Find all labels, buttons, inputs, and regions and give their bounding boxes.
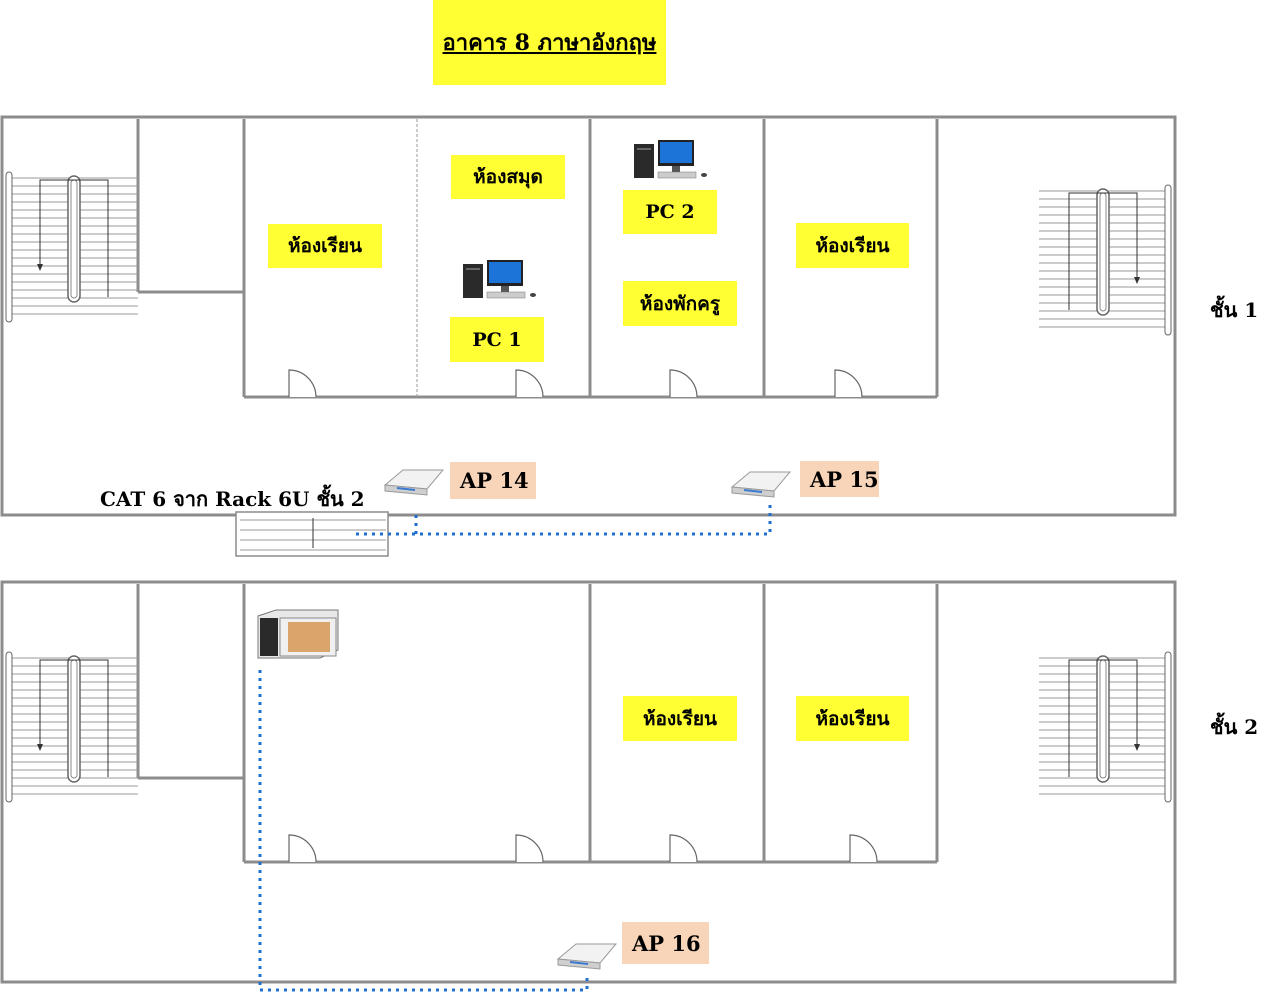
room-label-classroom: ห้องเรียน [623, 696, 737, 741]
access-point-icon [730, 471, 792, 498]
pc-label: PC 1 [450, 317, 544, 362]
room-label-classroom: ห้องเรียน [796, 223, 909, 268]
room-label-classroom: ห้องเรียน [796, 696, 909, 741]
cable-note: CAT 6 จาก Rack 6U ชั้น 2 [100, 487, 365, 511]
ap-label: AP 16 [622, 922, 709, 964]
ap-label: AP 15 [800, 461, 879, 497]
floor-2-walls [0, 580, 1177, 984]
floor-label: ชั้น 1 [1210, 298, 1259, 322]
ap-label: AP 14 [450, 462, 536, 499]
room-label-library: ห้องสมุด [451, 155, 565, 199]
room-label-teacher-lounge: ห้องพักครู [623, 281, 737, 326]
floor-1-doors [288, 369, 863, 398]
access-point-icon [556, 943, 618, 970]
floor-1-walls [0, 115, 1177, 517]
room-label-classroom: ห้องเรียน [268, 224, 382, 268]
cable-run [258, 503, 772, 992]
floor-label: ชั้น 2 [1210, 715, 1259, 739]
pc-icon [634, 140, 707, 179]
access-point-icon [383, 469, 445, 496]
pc-icon [463, 260, 536, 299]
network-rack-icon [257, 609, 339, 659]
pc-label: PC 2 [623, 190, 717, 234]
floor-2-doors [288, 834, 878, 863]
page-title: อาคาร 8 ภาษาอังกฤษ [433, 0, 666, 85]
stairs-connector [235, 511, 389, 557]
